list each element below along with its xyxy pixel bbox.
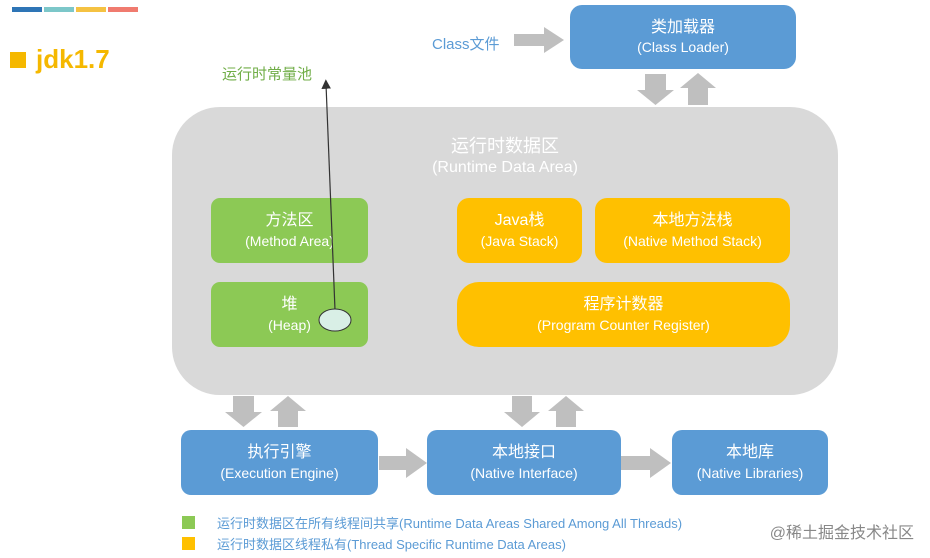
topbar-segment-4 [108,7,138,12]
legend-private: 运行时数据区线程私有(Thread Specific Runtime Data … [182,534,566,553]
legend-shared: 运行时数据区在所有线程间共享(Runtime Data Areas Shared… [182,513,682,532]
topbar-segment-2 [44,7,74,12]
execution-engine-subtitle: (Execution Engine) [220,464,339,481]
constant-pool-pointer-line [321,79,336,311]
pc-register-subtitle: (Program Counter Register) [537,316,710,333]
arrow-class-to-loader [514,27,564,53]
legend-yellow-swatch [182,537,195,550]
topbar-segment-1 [12,7,42,12]
java-stack-title: Java栈 [494,212,545,230]
execution-engine-title: 执行引擎 [247,444,312,462]
class-file-label: Class文件 [432,36,500,53]
runtime-data-area-title-en: (Runtime Data Area) [432,159,578,177]
java-stack-subtitle: (Java Stack) [480,232,559,249]
legend-private-text: 运行时数据区线程私有(Thread Specific Runtime Data … [217,537,566,552]
method-area-subtitle: (Method Area) [245,232,334,249]
pc-register-title: 程序计数器 [583,296,664,314]
constant-pool-ellipse [318,308,352,332]
native-libraries-box: 本地库 (Native Libraries) [672,430,828,495]
heap-subtitle: (Heap) [268,316,311,333]
native-interface-subtitle: (Native Interface) [470,464,578,481]
class-loader-box: 类加载器 (Class Loader) [570,5,796,69]
legend-green-swatch [182,516,195,529]
slide-title-text: jdk1.7 [36,44,110,74]
arrow-interface-to-runtime [548,396,584,427]
class-loader-subtitle: (Class Loader) [637,39,729,56]
execution-engine-box: 执行引擎 (Execution Engine) [181,430,378,495]
runtime-data-area-title: 运行时数据区 (Runtime Data Area) [172,135,838,179]
arrow-engine-to-runtime [270,396,306,427]
native-libraries-title: 本地库 [725,444,774,462]
native-interface-title: 本地接口 [491,444,556,462]
legend-shared-text: 运行时数据区在所有线程间共享(Runtime Data Areas Shared… [217,516,683,531]
runtime-data-area-title-cn: 运行时数据区 [451,136,559,156]
method-area-box: 方法区 (Method Area) [211,198,368,263]
arrow-interface-to-libraries [621,448,671,478]
arrow-runtime-to-interface [504,396,540,427]
runtime-constant-pool-label: 运行时常量池 [222,66,313,83]
native-libraries-subtitle: (Native Libraries) [696,464,804,481]
class-loader-title: 类加载器 [650,18,715,36]
native-method-stack-title: 本地方法栈 [652,212,733,230]
arrow-loader-down [637,74,674,105]
native-interface-box: 本地接口 (Native Interface) [427,430,621,495]
method-area-title: 方法区 [265,212,314,230]
arrow-runtime-to-engine [225,396,262,427]
watermark: @稀土掘金技术社区 [769,525,914,542]
native-method-stack-subtitle: (Native Method Stack) [623,232,762,249]
arrow-runtime-up [680,73,716,105]
title-bullet-icon [10,51,26,68]
java-stack-box: Java栈 (Java Stack) [457,198,582,263]
pc-register-box: 程序计数器 (Program Counter Register) [457,282,790,347]
slide-title: jdk1.7 [10,44,110,75]
topbar-segment-3 [76,7,106,12]
arrow-engine-to-interface [379,448,427,478]
heap-title: 堆 [281,296,298,314]
native-method-stack-box: 本地方法栈 (Native Method Stack) [595,198,790,263]
